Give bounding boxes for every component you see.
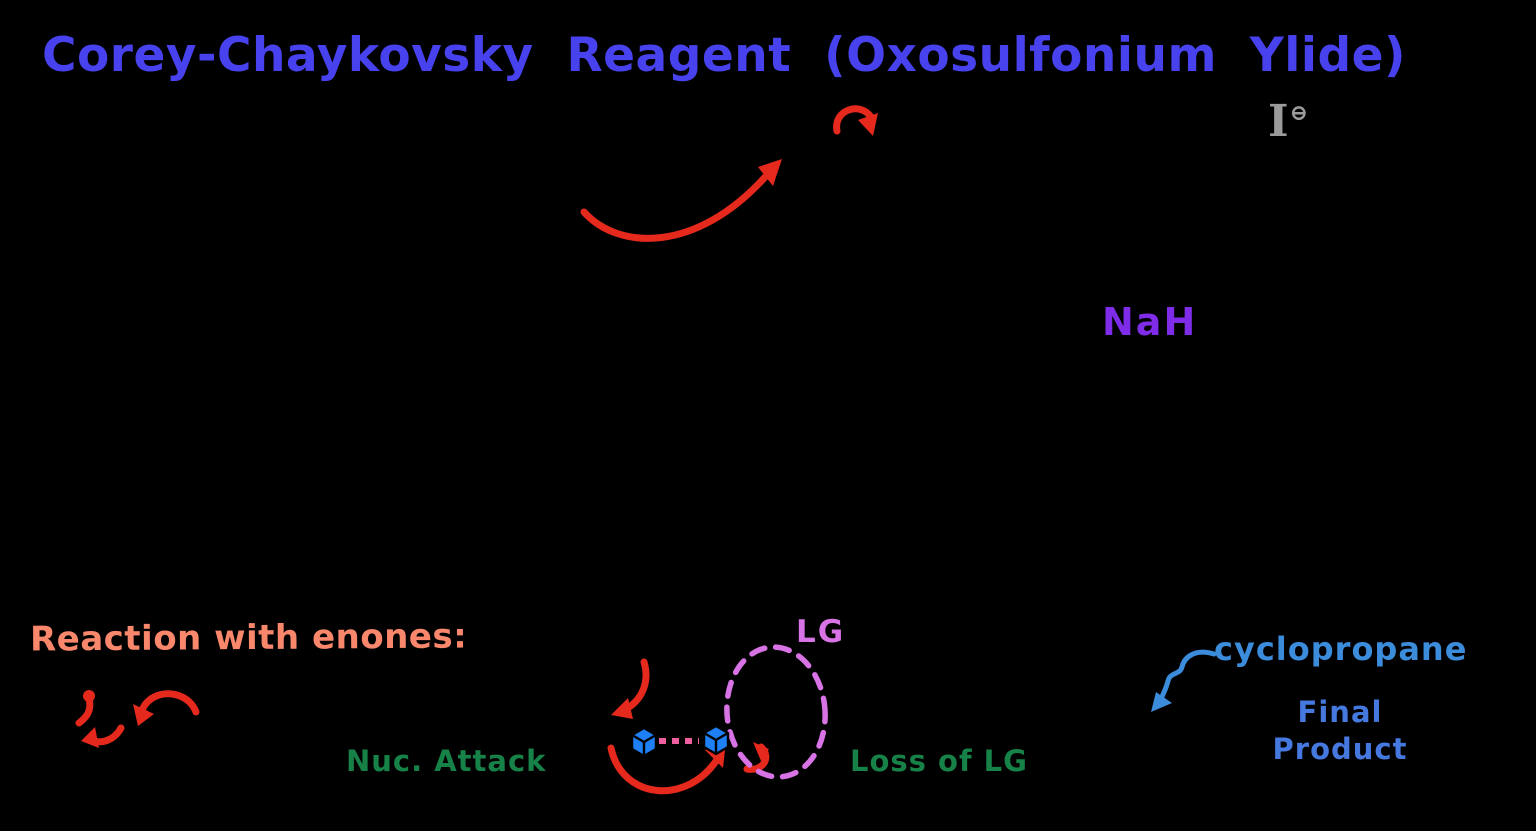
arrowhead-icon bbox=[1151, 692, 1172, 712]
curved-arrow-enone-right bbox=[139, 690, 200, 716]
cube-icon bbox=[702, 724, 730, 756]
curved-arrow-ring-closure bbox=[607, 744, 722, 795]
arrowhead-icon bbox=[133, 704, 154, 726]
leaving-group-highlight-ellipse bbox=[724, 644, 828, 780]
arrowhead-icon bbox=[758, 159, 782, 186]
step-label-loss-of-lg: Loss of LG bbox=[850, 744, 1028, 778]
step-label-nucleophilic-attack: Nuc. Attack bbox=[346, 744, 547, 778]
negative-charge-icon: ⊖ bbox=[1289, 100, 1309, 127]
cyclopropane-callout: cyclopropane bbox=[1214, 630, 1468, 668]
curved-arrow-nucleophile-down bbox=[622, 658, 650, 713]
curved-arrow-lone-pair bbox=[833, 105, 875, 135]
arrowhead-icon bbox=[858, 113, 878, 136]
arrowhead-icon bbox=[611, 698, 633, 719]
arrowhead-icon bbox=[81, 727, 99, 748]
arrowhead-icon bbox=[753, 742, 769, 761]
curved-arrow-enone-small bbox=[75, 695, 94, 727]
cube-icon bbox=[630, 726, 658, 758]
final-product-caption: Final Product bbox=[1250, 694, 1430, 768]
curved-arrow-methyl-transfer bbox=[580, 172, 770, 242]
cyclopropane-pointer-arrow bbox=[1158, 649, 1217, 702]
final-product-line1: Final bbox=[1297, 695, 1383, 729]
final-product-line2: Product bbox=[1272, 732, 1408, 766]
iodide-symbol: I bbox=[1268, 96, 1289, 147]
leaving-group-label: LG bbox=[796, 614, 846, 650]
base-reagent-label: NaH bbox=[1102, 300, 1198, 344]
iodide-counterion: I⊖ bbox=[1268, 96, 1308, 147]
page-title: Corey-Chaykovsky Reagent (Oxosulfonium Y… bbox=[42, 28, 1407, 83]
